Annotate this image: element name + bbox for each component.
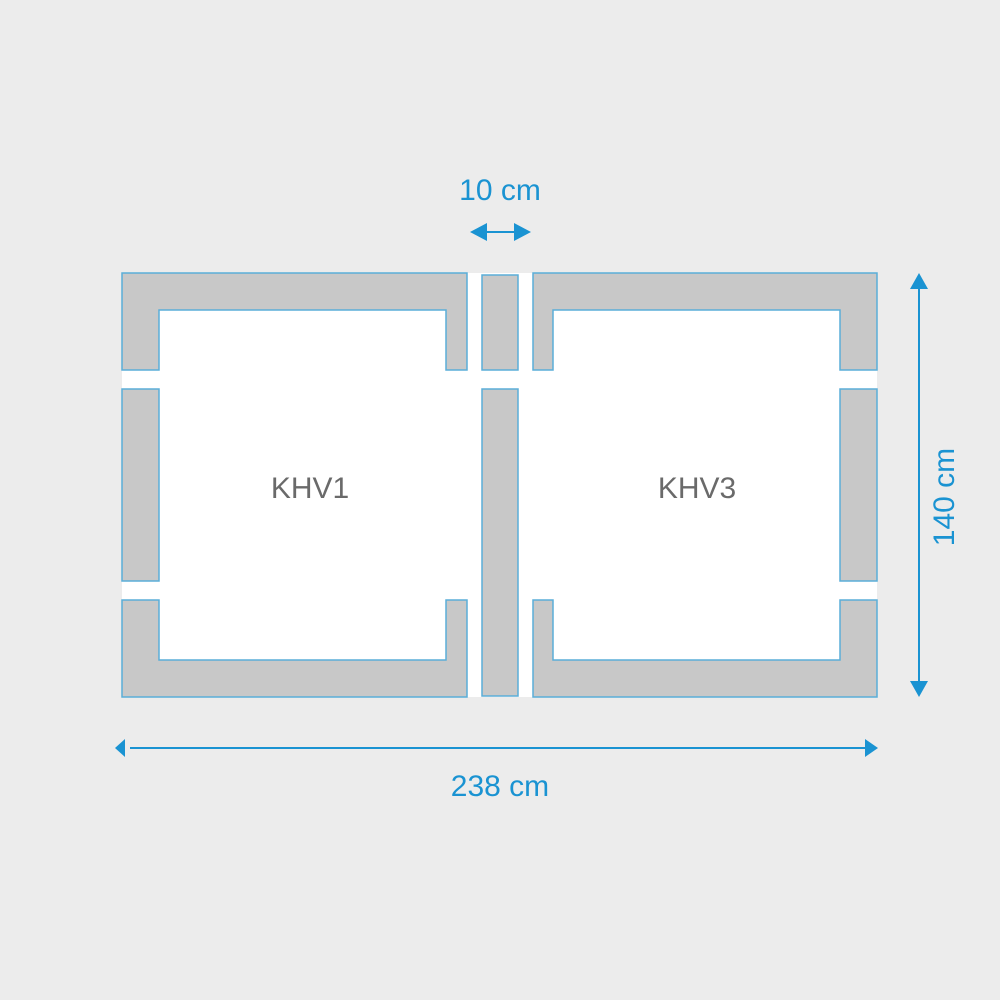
khv3-bottom-flashing bbox=[532, 599, 878, 698]
center-top-connector bbox=[481, 274, 519, 371]
width-dimension-arrow-icon bbox=[115, 739, 878, 757]
total-width-label: 238 cm bbox=[450, 770, 550, 803]
khv1-bottom-flashing bbox=[121, 599, 468, 698]
gap-dimension-arrow-icon bbox=[470, 223, 531, 241]
window-opening-left bbox=[122, 273, 467, 697]
khv3-top-flashing bbox=[532, 272, 878, 371]
gap-width-label: 10 cm bbox=[459, 174, 541, 207]
khv1-left-side-flashing bbox=[121, 388, 160, 582]
window-label-khv3: KHV3 bbox=[657, 472, 737, 505]
window-label-khv1: KHV1 bbox=[270, 472, 350, 505]
khv3-right-side-flashing bbox=[839, 388, 878, 582]
center-side-connector bbox=[481, 388, 519, 697]
total-height-label: 140 cm bbox=[928, 447, 961, 547]
window-opening-right bbox=[533, 273, 877, 697]
height-dimension-arrow-icon bbox=[910, 273, 928, 697]
khv1-top-flashing bbox=[121, 272, 468, 371]
